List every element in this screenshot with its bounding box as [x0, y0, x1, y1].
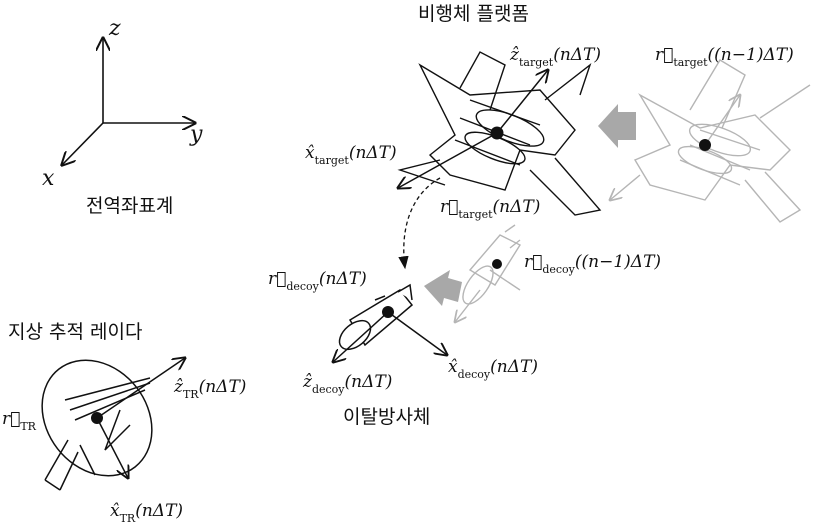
radar-z-label: ẑTR(nΔT) [173, 377, 246, 401]
decoy-r-prev-label: r⃗decoy((n−1)ΔT) [524, 252, 661, 276]
radar-x-axis [96, 417, 128, 478]
aircraft-motion-arrow [598, 104, 636, 148]
decoy-r-label: r⃗decoy(nΔT) [268, 269, 367, 293]
target-x-label: x̂target(nΔT) [305, 143, 397, 167]
axis-y-label: y [189, 122, 203, 147]
axis-z-label: z [108, 16, 121, 41]
decoy-previous [455, 224, 522, 322]
radar-x-label: x̂TR(nΔT) [110, 501, 183, 525]
target-x-axis [398, 132, 498, 188]
decoy-current [338, 283, 414, 351]
decoy-motion-arrow [424, 270, 462, 306]
radar-z-axis [96, 358, 185, 419]
decoy-current-center [382, 306, 394, 318]
aircraft-current-center [490, 126, 504, 140]
target-z-label: ẑtarget(nΔT) [509, 45, 601, 69]
global-frame: z y x 전역좌표계 [42, 16, 203, 217]
decoy-previous-center [492, 259, 502, 269]
aircraft-previous-center [699, 139, 711, 151]
target-r-label: r⃗target(nΔT) [440, 197, 540, 221]
decoy-z-axis [333, 311, 389, 362]
decoy-release-path [398, 177, 441, 270]
target-r-prev-label: r⃗target((n−1)ΔT) [655, 45, 794, 69]
global-frame-caption: 전역좌표계 [86, 195, 173, 217]
target-z-axis [496, 70, 548, 134]
decoy-title: 이탈방사체 [343, 406, 430, 428]
decoy-z-label: ẑdecoy(nΔT) [302, 372, 392, 396]
platform-title: 비행체 플랫폼 [418, 3, 529, 25]
radar-center [91, 412, 103, 424]
radar-title: 지상 추적 레이다 [8, 321, 142, 343]
decoy-x-label: x̂decoy(nΔT) [448, 357, 538, 381]
radar-r-label: r⃗TR [2, 409, 37, 433]
aircraft-previous [610, 59, 811, 223]
decoy-x-axis [387, 311, 447, 355]
axis-x-label: x [42, 166, 55, 191]
